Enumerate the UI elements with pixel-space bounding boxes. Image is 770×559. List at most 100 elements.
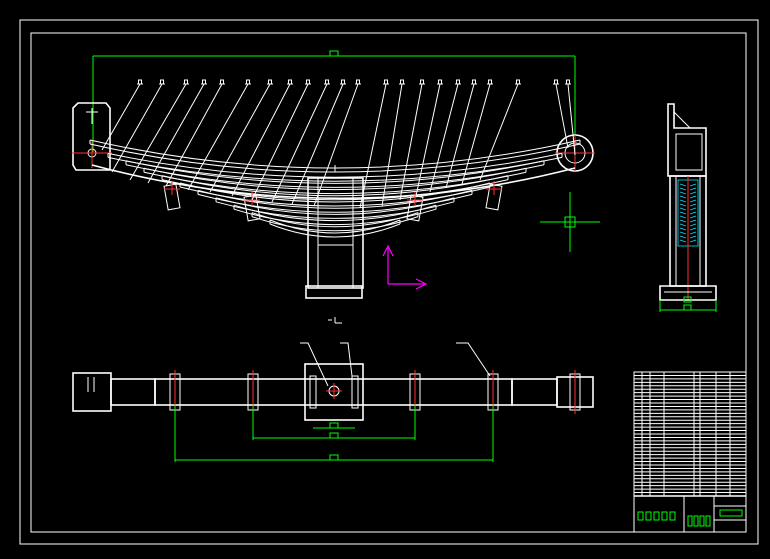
leaf-7	[197, 189, 473, 209]
hatch-right-236	[689, 235, 697, 239]
leaf-underside-2	[107, 156, 563, 182]
hatch-left-184	[679, 183, 687, 187]
hatch-right-184	[689, 183, 697, 187]
hatch-right-188	[689, 187, 697, 191]
leader-line-2	[111, 83, 163, 173]
title-box-green	[719, 509, 743, 517]
leader-tag-13	[384, 79, 388, 85]
leader-line-13	[359, 83, 387, 209]
leader-tag-21	[554, 79, 558, 85]
leader-tag-17	[456, 79, 460, 85]
hatch-left-236	[679, 235, 687, 239]
leaf-10	[251, 212, 419, 228]
leader-line-21	[555, 83, 569, 149]
leader-line-17	[429, 83, 459, 193]
front-view	[72, 50, 595, 324]
hatch-right-196	[689, 195, 697, 199]
leader-tag-6	[246, 79, 250, 85]
leader-line-16	[415, 83, 441, 197]
leader-line-4	[147, 83, 205, 184]
leader-tag-16	[438, 79, 442, 85]
hatch-left-232	[679, 231, 687, 235]
hatch-right-192	[689, 191, 697, 195]
title-mark-4	[705, 515, 711, 527]
leader-tag-10	[325, 79, 329, 85]
leaf-3	[125, 160, 545, 184]
hatch-right-228	[689, 227, 697, 231]
leader-tag-5	[220, 79, 224, 85]
left-eye-bracket	[72, 102, 112, 171]
leader-tag-4	[202, 79, 206, 85]
hatch-left-196	[679, 195, 687, 199]
leader-line-8	[231, 83, 291, 197]
leader-line-9	[251, 83, 309, 201]
center-seat	[305, 165, 364, 299]
side-view	[659, 103, 717, 312]
leaf-11	[269, 219, 401, 234]
leader-line-18	[445, 83, 475, 189]
leader-line-14	[381, 83, 403, 207]
leaf-underside-9	[233, 208, 437, 226]
hatch-left-224	[679, 223, 687, 227]
title-sign-3	[653, 511, 660, 521]
hatch-right-220	[689, 219, 697, 223]
rebound-clips	[163, 181, 503, 222]
leader-line-10	[271, 83, 328, 203]
hatch-left-220	[679, 219, 687, 223]
hatch-left-200	[679, 199, 687, 203]
hatch-right-200	[689, 199, 697, 203]
leader-tag-19	[488, 79, 492, 85]
hatch-right-224	[689, 223, 697, 227]
note-mark	[328, 317, 342, 324]
title-mark-2	[693, 515, 699, 527]
title-sign-5	[669, 511, 676, 521]
title-sign-4	[661, 511, 668, 521]
hatch-right-216	[689, 215, 697, 219]
clip-3	[406, 194, 424, 222]
title-sign-1	[637, 511, 644, 521]
top-view	[72, 342, 594, 462]
leader-tag-15	[420, 79, 424, 85]
title-mark-1	[687, 515, 693, 527]
leaf-underside-11	[269, 223, 401, 238]
title-mark-3	[699, 515, 705, 527]
title-sign-2	[645, 511, 652, 521]
leaf-underside-4	[143, 171, 527, 195]
hatch-left-216	[679, 215, 687, 219]
leader-line-11	[291, 83, 344, 205]
overall-length-dimension	[92, 50, 576, 152]
leader-tag-11	[341, 79, 345, 85]
clip-2	[243, 194, 261, 222]
hatch-left-212	[679, 211, 687, 215]
hatch-left-204	[679, 203, 687, 207]
leader-line-22	[567, 83, 576, 156]
leader-tag-7	[268, 79, 272, 85]
leader-line-19	[461, 83, 491, 185]
leader-tag-18	[472, 79, 476, 85]
leader-line-1	[101, 83, 141, 151]
hatch-right-212	[689, 211, 697, 215]
leader-line-12	[313, 83, 359, 207]
leader-line-3	[129, 83, 187, 181]
leader-tag-2	[160, 79, 164, 85]
leader-tag-14	[400, 79, 404, 85]
leader-line-6	[187, 83, 249, 191]
leaf-2	[107, 152, 563, 178]
top-view-clips	[169, 370, 581, 414]
hatch-left-240	[679, 239, 687, 243]
leader-tag-1	[138, 79, 142, 85]
hatch-right-204	[689, 203, 697, 207]
leader-line-20	[479, 83, 519, 181]
leader-tag-3	[184, 79, 188, 85]
leader-line-5	[165, 83, 223, 187]
hatch-right-208	[689, 207, 697, 211]
leaf-spring-stack	[89, 139, 581, 238]
leader-tag-22	[566, 79, 570, 85]
leaf-5	[161, 175, 509, 197]
leader-tag-8	[288, 79, 292, 85]
hatch-left-208	[679, 207, 687, 211]
ucs-icon	[382, 244, 428, 290]
hatch-right-232	[689, 231, 697, 235]
main-leaf	[91, 164, 576, 200]
